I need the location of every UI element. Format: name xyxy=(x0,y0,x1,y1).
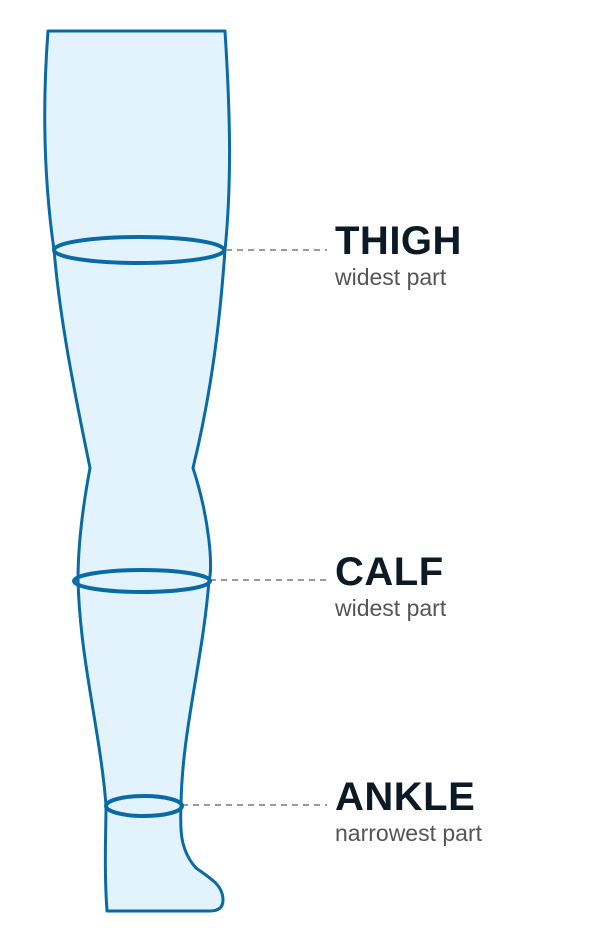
thigh-measurement-ring xyxy=(52,235,226,265)
thigh-subtitle: widest part xyxy=(335,264,447,290)
ankle-subtitle: narrowest part xyxy=(335,820,483,846)
ankle-measurement-ring xyxy=(104,794,184,818)
calf-title: CALF xyxy=(335,550,444,594)
calf-label: CALF widest part xyxy=(335,550,446,622)
thigh-label: THIGH widest part xyxy=(335,219,462,291)
thigh-title: THIGH xyxy=(335,219,462,263)
ankle-label: ANKLE narrowest part xyxy=(335,775,482,847)
calf-subtitle: widest part xyxy=(335,595,447,621)
calf-measurement-ring xyxy=(72,568,212,594)
leg-outline xyxy=(43,29,232,913)
ankle-title: ANKLE xyxy=(335,775,476,819)
